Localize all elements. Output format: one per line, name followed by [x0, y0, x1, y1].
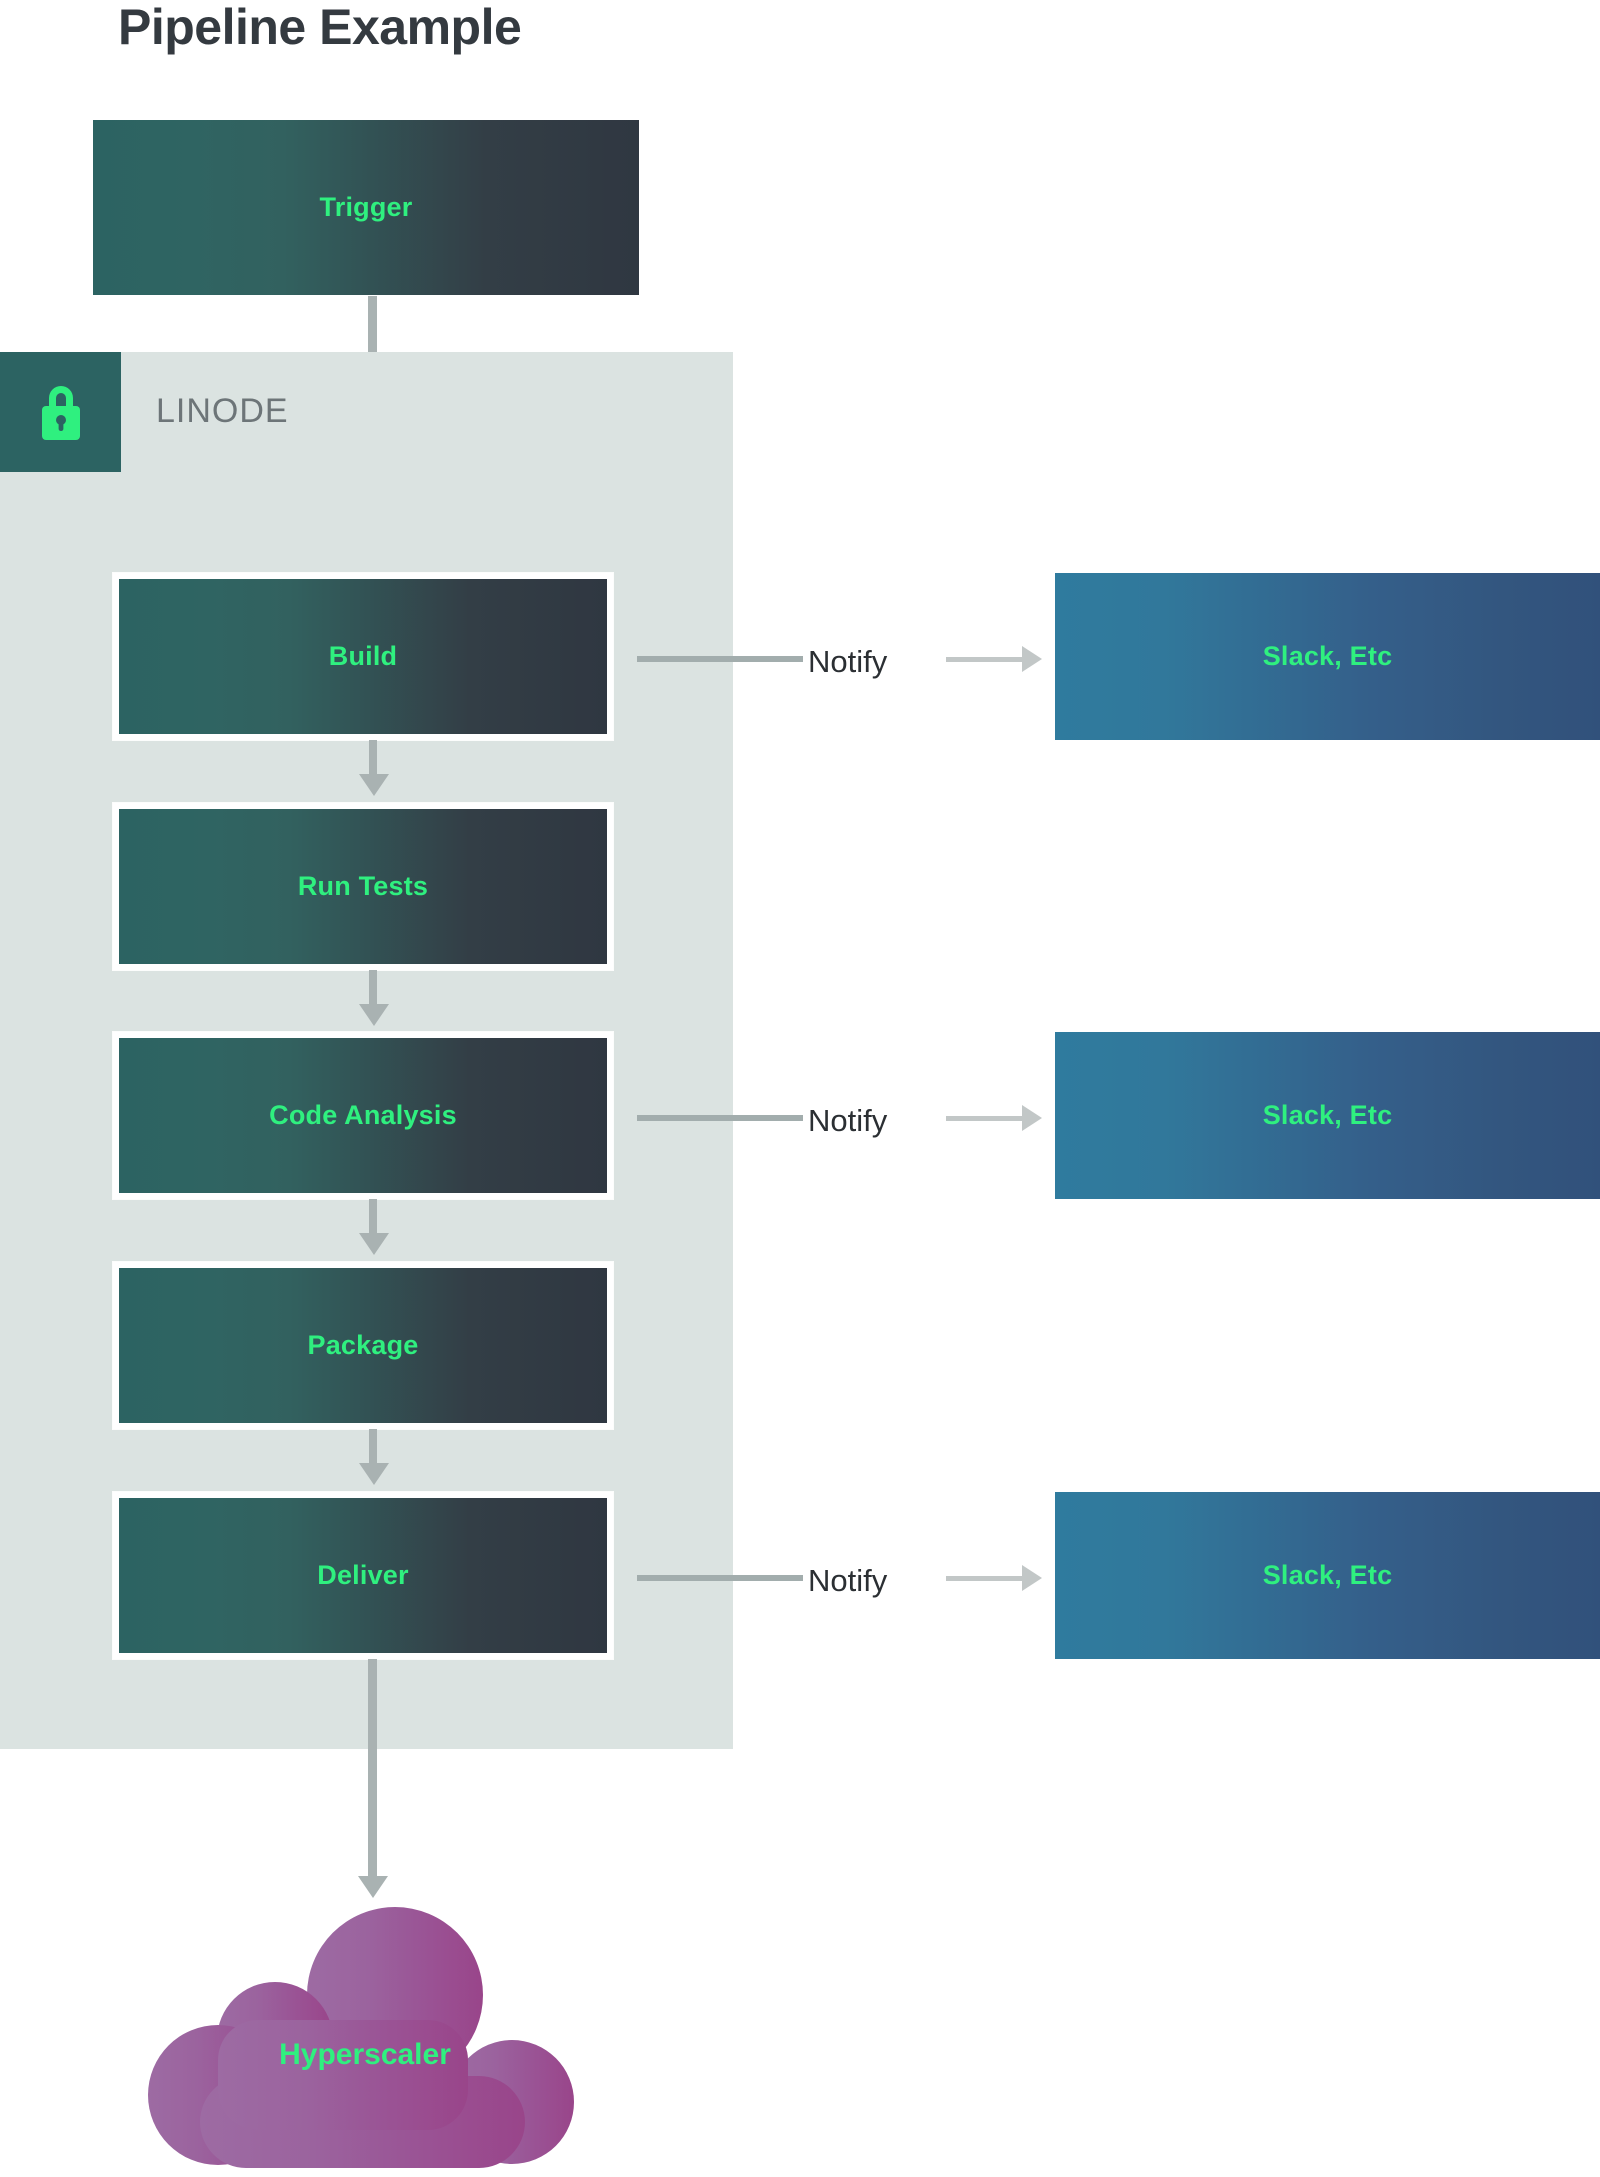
connector-code-analysis-to-package: [369, 1199, 377, 1241]
hyperscaler-node: Hyperscaler: [140, 1880, 590, 2170]
notify-label-build: Notify: [808, 644, 888, 679]
stage-node-package: Package: [112, 1261, 614, 1430]
stage-node-run-tests: Run Tests: [112, 802, 614, 971]
connector-build-to-run-tests: [369, 740, 377, 782]
connector-deliver-to-slack-right: [946, 1576, 1024, 1581]
stage-label-deliver: Deliver: [317, 1560, 409, 1590]
arrowhead-code-analysis-to-package-icon: [359, 1233, 389, 1255]
stage-label-code-analysis: Code Analysis: [269, 1100, 457, 1130]
page-title: Pipeline Example: [118, 0, 522, 55]
stage-label-run-tests: Run Tests: [297, 871, 429, 901]
arrowhead-code-analysis-to-slack-icon: [1022, 1105, 1042, 1131]
stage-label-package: Package: [307, 1330, 419, 1360]
arrowhead-run-tests-to-code-analysis-icon: [359, 1004, 389, 1026]
cloud-icon: [148, 1907, 574, 2168]
hyperscaler-label: Hyperscaler: [279, 2038, 451, 2071]
arrowhead-deliver-to-slack-icon: [1022, 1565, 1042, 1591]
connector-deliver-to-slack-left: [637, 1575, 803, 1581]
notify-target-label-code-analysis: Slack, Etc: [1262, 1100, 1393, 1130]
stage-label-build: Build: [328, 641, 398, 671]
connector-code-analysis-to-slack-left: [637, 1115, 803, 1121]
arrowhead-deliver-to-hyperscaler-icon: [358, 1876, 388, 1898]
notify-label-deliver: Notify: [808, 1563, 888, 1598]
arrowhead-build-to-run-tests-icon: [359, 774, 389, 796]
notify-target-node-deliver: Slack, Etc: [1055, 1492, 1600, 1659]
connector-deliver-to-hyperscaler: [368, 1659, 377, 1881]
connector-code-analysis-to-slack-right: [946, 1116, 1024, 1121]
trigger-label: Trigger: [319, 192, 413, 222]
linode-container-label: LINODE: [156, 392, 289, 430]
arrowhead-build-to-slack-icon: [1022, 646, 1042, 672]
notify-target-node-build: Slack, Etc: [1055, 573, 1600, 740]
stage-node-deliver: Deliver: [112, 1491, 614, 1660]
notify-target-node-code-analysis: Slack, Etc: [1055, 1032, 1600, 1199]
stage-node-code-analysis: Code Analysis: [112, 1031, 614, 1200]
stage-node-build: Build: [112, 572, 614, 741]
notify-label-code-analysis: Notify: [808, 1103, 888, 1138]
connector-build-to-slack-left: [637, 656, 803, 662]
connector-package-to-deliver: [369, 1429, 377, 1471]
arrowhead-package-to-deliver-icon: [359, 1463, 389, 1485]
notify-target-label-deliver: Slack, Etc: [1262, 1560, 1393, 1590]
trigger-node: Trigger: [93, 120, 639, 295]
connector-run-tests-to-code-analysis: [369, 970, 377, 1012]
connector-build-to-slack-right: [946, 657, 1024, 662]
notify-target-label-build: Slack, Etc: [1262, 641, 1393, 671]
lock-icon: [0, 352, 121, 472]
